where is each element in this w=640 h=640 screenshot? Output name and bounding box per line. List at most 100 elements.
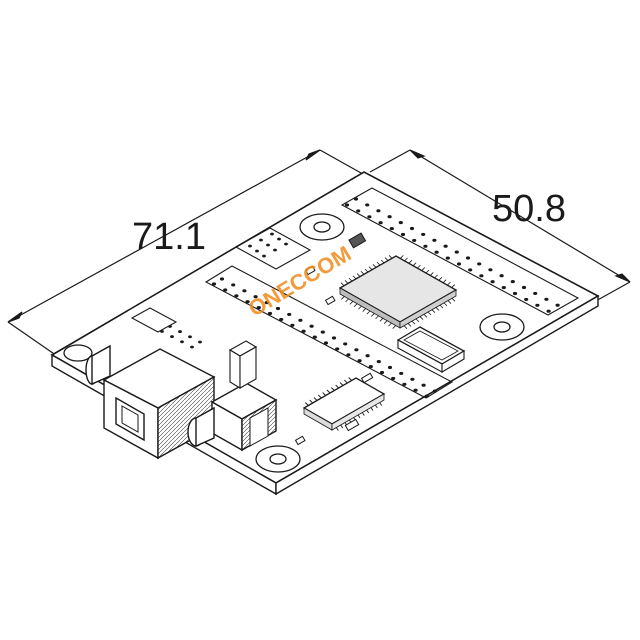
pin-hole — [454, 250, 459, 254]
pin-hole — [253, 295, 258, 299]
soic-chip — [302, 377, 386, 431]
crystal — [396, 326, 466, 373]
pin-hole — [277, 237, 281, 241]
pin-hole — [512, 291, 518, 296]
pin-hole — [354, 348, 359, 352]
pin-hole — [510, 280, 515, 284]
pin-hole — [490, 280, 495, 284]
dimension-lines — [7, 149, 631, 359]
pin-hole — [287, 312, 292, 316]
pin-hole — [284, 242, 288, 246]
pin-hole — [255, 249, 259, 253]
pin-hole — [465, 256, 471, 260]
pin-hole — [344, 203, 350, 207]
pin-hole — [499, 274, 504, 278]
pin-hole — [413, 388, 418, 392]
pin-hole — [211, 282, 217, 286]
pin-hole — [219, 277, 225, 281]
pin-hole — [367, 215, 372, 219]
pin-hole — [389, 227, 394, 231]
pin-hole — [198, 340, 202, 344]
pin-hole — [434, 250, 439, 254]
pin-hole — [312, 335, 317, 339]
pin-hole — [259, 238, 263, 242]
pin-hole — [423, 244, 428, 248]
pin-hole — [365, 203, 370, 207]
pin-hole — [170, 335, 174, 339]
pin-hole — [335, 347, 340, 351]
pin-hole — [410, 377, 415, 381]
pin-hole — [421, 232, 426, 236]
pin-hole — [234, 294, 239, 298]
pin-hole — [421, 383, 426, 387]
pin-hole — [391, 376, 396, 380]
pin-hole — [343, 342, 348, 346]
pin-hole — [432, 389, 437, 393]
pin-hole — [477, 262, 482, 266]
pin-holes — [140, 197, 560, 398]
pin-hole — [521, 285, 527, 290]
pin-hole — [273, 248, 277, 252]
header-outlines — [204, 187, 580, 399]
pin-hole — [301, 329, 306, 333]
pin-hole — [365, 354, 370, 358]
pin-hole — [264, 301, 269, 305]
pin-hole — [443, 244, 448, 248]
pin-hole — [266, 243, 270, 247]
usb-b-connector — [85, 344, 216, 460]
pin-hole — [298, 318, 303, 322]
pin-hole — [231, 283, 236, 287]
pin-hole — [376, 360, 381, 364]
pin-hole — [468, 268, 473, 272]
pin-hole — [242, 289, 247, 293]
pin-hole — [387, 365, 393, 370]
pin-hole — [544, 297, 549, 301]
pin-hole — [546, 309, 551, 313]
length-dimension-label: 71.1 — [132, 216, 206, 258]
pin-hole — [248, 244, 252, 248]
pin-hole — [331, 336, 337, 340]
pin-hole — [424, 394, 429, 398]
dc-jack — [187, 382, 278, 452]
pin-hole — [501, 286, 506, 290]
pin-hole — [432, 238, 437, 242]
mounting-holes — [63, 213, 525, 473]
pin-hole — [279, 317, 284, 321]
pin-hole — [275, 306, 281, 311]
pin-hole — [402, 382, 407, 386]
pin-hole — [320, 330, 325, 334]
jumper-header — [130, 307, 258, 389]
pin-hole — [357, 359, 362, 363]
pin-hole — [290, 323, 295, 327]
pin-hole — [533, 291, 538, 295]
width-dimension-label: 50.8 — [492, 188, 566, 230]
pin-hole — [256, 306, 261, 310]
pin-hole — [400, 232, 406, 237]
pin-hole — [409, 226, 415, 231]
pin-hole — [180, 340, 184, 344]
pin-hole — [456, 262, 462, 266]
pin-hole — [223, 288, 228, 292]
pin-hole — [524, 297, 529, 301]
pin-hole — [378, 221, 383, 225]
pin-hole — [399, 371, 404, 375]
pin-hole — [178, 330, 182, 334]
pin-hole — [323, 341, 329, 345]
pin-hole — [356, 209, 361, 213]
mcu-chip — [338, 255, 458, 329]
smd-parts — [294, 232, 374, 446]
pin-hole — [387, 215, 392, 219]
pin-hole — [535, 303, 540, 307]
pin-hole — [488, 268, 493, 272]
pin-hole — [376, 209, 381, 213]
pin-hole — [245, 300, 250, 304]
pin-hole — [353, 197, 359, 201]
pin-hole — [398, 221, 403, 225]
pin-hole — [309, 324, 314, 328]
pin-hole — [412, 238, 417, 242]
pin-hole — [479, 274, 484, 278]
pin-hole — [262, 254, 266, 258]
pin-hole — [267, 311, 273, 316]
pin-hole — [270, 232, 274, 236]
